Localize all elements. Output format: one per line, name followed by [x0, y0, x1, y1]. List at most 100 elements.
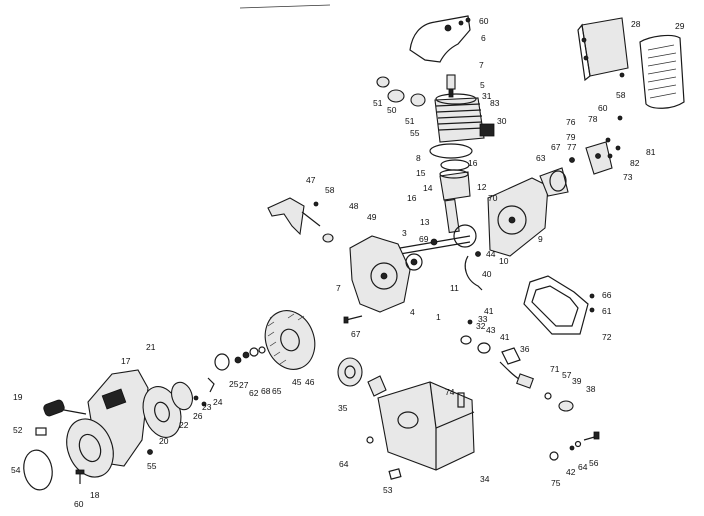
washer-65 — [258, 346, 266, 354]
screw-55 — [147, 449, 153, 455]
label-p79: 79 — [566, 132, 576, 142]
shim-51-left — [387, 89, 405, 103]
label-p76: 76 — [566, 117, 576, 127]
label-p52: 52 — [13, 425, 23, 435]
starter-handle — [43, 399, 87, 417]
screw-77 — [605, 137, 611, 143]
label-p51a: 51 — [373, 98, 383, 108]
clamp-41 — [477, 342, 491, 354]
cylinder-gasket — [429, 143, 473, 159]
screw-60-top — [465, 17, 471, 23]
cylinder-assembly — [434, 93, 495, 143]
label-p71: 71 — [550, 364, 560, 374]
label-p21: 21 — [146, 342, 156, 352]
cover-plate-54 — [23, 449, 53, 491]
washer-42 — [569, 445, 575, 451]
washer-64 — [574, 440, 582, 448]
label-p55a: 55 — [410, 128, 420, 138]
label-p75: 75 — [551, 478, 561, 488]
label-p49: 49 — [367, 212, 377, 222]
label-p42: 42 — [566, 467, 576, 477]
screw-58-mid — [313, 201, 319, 207]
label-p50: 50 — [387, 105, 397, 115]
label-p58b: 58 — [325, 185, 335, 195]
label-p60a: 60 — [479, 16, 489, 26]
bolt-56 — [583, 431, 600, 441]
crankshaft — [399, 198, 477, 255]
cap-53 — [388, 468, 402, 480]
label-p48: 48 — [349, 201, 359, 211]
throttle-housing — [267, 197, 321, 236]
fuel-tank — [377, 381, 475, 471]
muffler-guard — [639, 34, 685, 109]
label-p24: 24 — [213, 397, 223, 407]
carburetor — [539, 167, 569, 197]
washer-25 — [214, 353, 230, 371]
label-p77: 77 — [567, 142, 577, 152]
label-p16a: 16 — [468, 158, 478, 168]
label-p68: 68 — [261, 386, 271, 396]
screw-76 — [617, 115, 623, 121]
label-p65: 65 — [272, 386, 282, 396]
label-p9: 9 — [538, 234, 543, 244]
screw-60-bottom — [75, 469, 85, 484]
label-p62: 62 — [249, 388, 259, 398]
label-p19: 19 — [13, 392, 23, 402]
grommet-64 — [366, 436, 374, 444]
label-p35: 35 — [338, 403, 348, 413]
label-p51b: 51 — [405, 116, 415, 126]
label-p82: 82 — [630, 158, 640, 168]
muffler — [577, 17, 629, 82]
label-p10: 10 — [499, 256, 509, 266]
pin-26 — [201, 401, 207, 407]
label-p72: 72 — [602, 332, 612, 342]
fuel-filter — [516, 373, 574, 412]
bolt-67 — [343, 315, 363, 324]
label-p14: 14 — [423, 183, 433, 193]
screw-66 — [589, 293, 595, 299]
label-p56: 56 — [589, 458, 599, 468]
label-p67b: 67 — [351, 329, 361, 339]
label-p69: 69 — [419, 234, 429, 244]
label-p13: 13 — [420, 217, 430, 227]
label-p32: 32 — [476, 321, 486, 331]
label-p57: 57 — [562, 370, 572, 380]
crankcase-left — [349, 235, 411, 313]
clip-74 — [457, 392, 465, 408]
fuel-line — [464, 255, 483, 291]
label-p8: 8 — [416, 153, 421, 163]
label-p34: 34 — [480, 474, 490, 484]
screw-81 — [615, 145, 621, 151]
label-p6: 6 — [481, 33, 486, 43]
label-p41a: 41 — [484, 306, 494, 316]
label-p29: 29 — [675, 21, 685, 31]
label-p23: 23 — [202, 402, 212, 412]
clamp-43 — [460, 335, 472, 345]
screw-67 — [569, 157, 575, 163]
label-p41b: 41 — [500, 332, 510, 342]
label-p78: 78 — [588, 114, 598, 124]
label-p17: 17 — [121, 356, 131, 366]
label-p70: 70 — [488, 193, 498, 203]
label-p22: 22 — [179, 420, 189, 430]
label-p64a: 64 — [339, 459, 349, 469]
label-p27: 27 — [239, 380, 249, 390]
screw-58 — [619, 72, 625, 78]
label-p15: 15 — [416, 168, 426, 178]
nut-75 — [549, 451, 559, 461]
cylinder-cover — [409, 15, 471, 63]
spring-23 — [207, 377, 215, 393]
bearing-3 — [405, 253, 423, 271]
crankcase-right — [487, 177, 549, 257]
nut-27 — [234, 356, 242, 364]
label-p74: 74 — [445, 387, 455, 397]
label-p60b: 60 — [598, 103, 608, 113]
scan-edge-line — [239, 4, 331, 9]
label-p47: 47 — [306, 175, 316, 185]
shim-50 — [410, 93, 426, 107]
label-p28: 28 — [631, 19, 641, 29]
label-p43: 43 — [486, 325, 496, 335]
label-p1: 1 — [436, 312, 441, 322]
label-p30: 30 — [497, 116, 507, 126]
